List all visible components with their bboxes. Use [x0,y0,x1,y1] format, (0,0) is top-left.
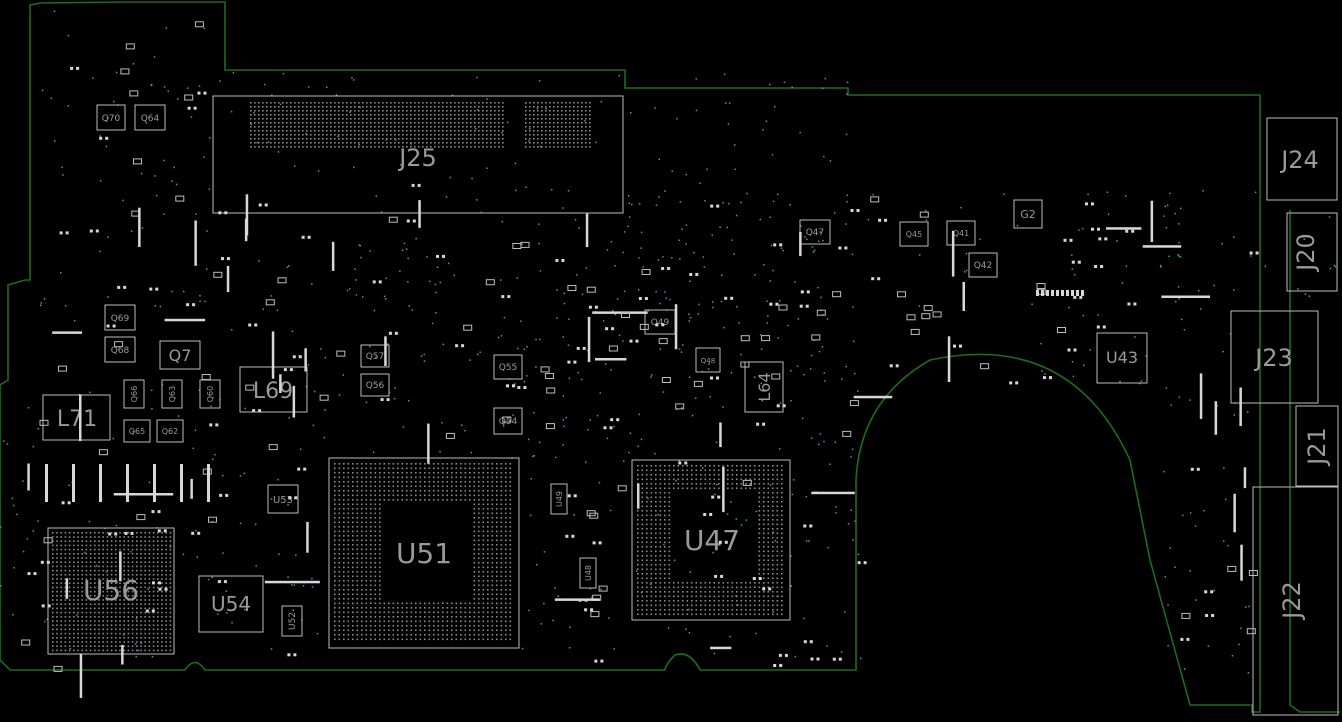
label-l69: L69 [253,379,293,404]
ic-u49[interactable]: U49 [550,483,568,515]
label-u51: U51 [396,537,452,570]
label-q56: Q56 [366,381,385,391]
inductor-l71[interactable]: L71 [42,394,111,441]
label-u49: U49 [555,491,564,507]
label-q41: Q41 [953,229,969,238]
label-u47: U47 [684,524,740,557]
label-l71: L71 [57,407,97,432]
label-u48: U48 [584,565,593,581]
label-q7: Q7 [169,346,192,365]
transistor-q65[interactable]: Q65 [123,419,151,443]
ic-u51[interactable]: U51 [328,457,520,649]
label-q60: Q60 [206,386,215,402]
inductor-l64[interactable]: L64 [744,361,784,413]
label-j24: J24 [1279,146,1319,174]
label-q69: Q69 [111,314,130,324]
connector-j20[interactable]: J20 [1286,212,1338,292]
label-q49: Q49 [651,318,670,328]
transistor-q41[interactable]: Q41 [946,220,976,246]
label-q70: Q70 [102,114,121,124]
label-g2: G2 [1020,208,1036,221]
label-q57: Q57 [366,352,385,362]
label-l64: L64 [755,372,774,401]
transistor-q7[interactable]: Q7 [159,340,201,370]
transistor-q55[interactable]: Q55 [493,354,523,380]
label-q68: Q68 [111,346,130,356]
label-u56: U56 [83,574,139,607]
label-j23: J23 [1253,344,1293,372]
label-q62: Q62 [162,427,178,436]
passive-components [21,21,1259,698]
ic-u54[interactable]: U54 [198,575,264,633]
transistor-q62[interactable]: Q62 [156,419,184,443]
label-u53: U53 [273,495,293,506]
label-j22: J22 [1278,581,1306,621]
transistor-q56[interactable]: Q56 [360,373,390,397]
transistor-q66[interactable]: Q66 [123,379,145,409]
label-q65: Q65 [129,427,145,436]
label-j25: J25 [397,144,437,172]
transistor-q64[interactable]: Q64 [134,104,166,131]
label-u52: U52 [288,612,298,630]
label-q42: Q42 [974,261,993,271]
via-field [0,10,1337,674]
ic-u43[interactable]: U43 [1096,332,1148,384]
transistor-q68[interactable]: Q68 [104,336,136,363]
ic-u53[interactable]: U53 [267,484,299,514]
transistor-q42[interactable]: Q42 [968,252,998,278]
label-u43: U43 [1106,348,1138,367]
label-q55: Q55 [499,363,518,373]
connector-j21[interactable]: J21 [1295,405,1339,487]
label-q45: Q45 [906,230,922,239]
connector-j25[interactable]: J25 [212,95,624,214]
ic-u56[interactable]: U56 [47,527,175,655]
label-q66: Q66 [130,386,139,402]
label-q48: Q48 [701,357,715,365]
label-j21: J21 [1303,427,1331,467]
ic-u47[interactable]: U47 [631,459,791,621]
transistor-q70[interactable]: Q70 [96,104,126,131]
connector-j24[interactable]: J24 [1266,117,1338,201]
board-outline [0,1,1261,713]
transistor-q48[interactable]: Q48 [695,347,721,373]
ic-u48[interactable]: U48 [579,557,597,589]
label-j20: J20 [1292,233,1320,273]
label-q64: Q64 [141,114,160,124]
label-q63: Q63 [168,386,177,402]
transistor-q45[interactable]: Q45 [899,221,929,247]
transistor-q63[interactable]: Q63 [161,379,183,409]
crystal-g2[interactable]: G2 [1013,199,1043,229]
connector-j23[interactable]: J23 [1230,310,1319,404]
ic-u52[interactable]: U52 [281,605,303,637]
transistor-q57[interactable]: Q57 [360,344,390,368]
label-u54: U54 [211,592,251,616]
transistor-q69[interactable]: Q69 [104,304,136,331]
label-q47: Q47 [806,228,825,238]
connector-j22[interactable]: J22 [1252,486,1339,716]
